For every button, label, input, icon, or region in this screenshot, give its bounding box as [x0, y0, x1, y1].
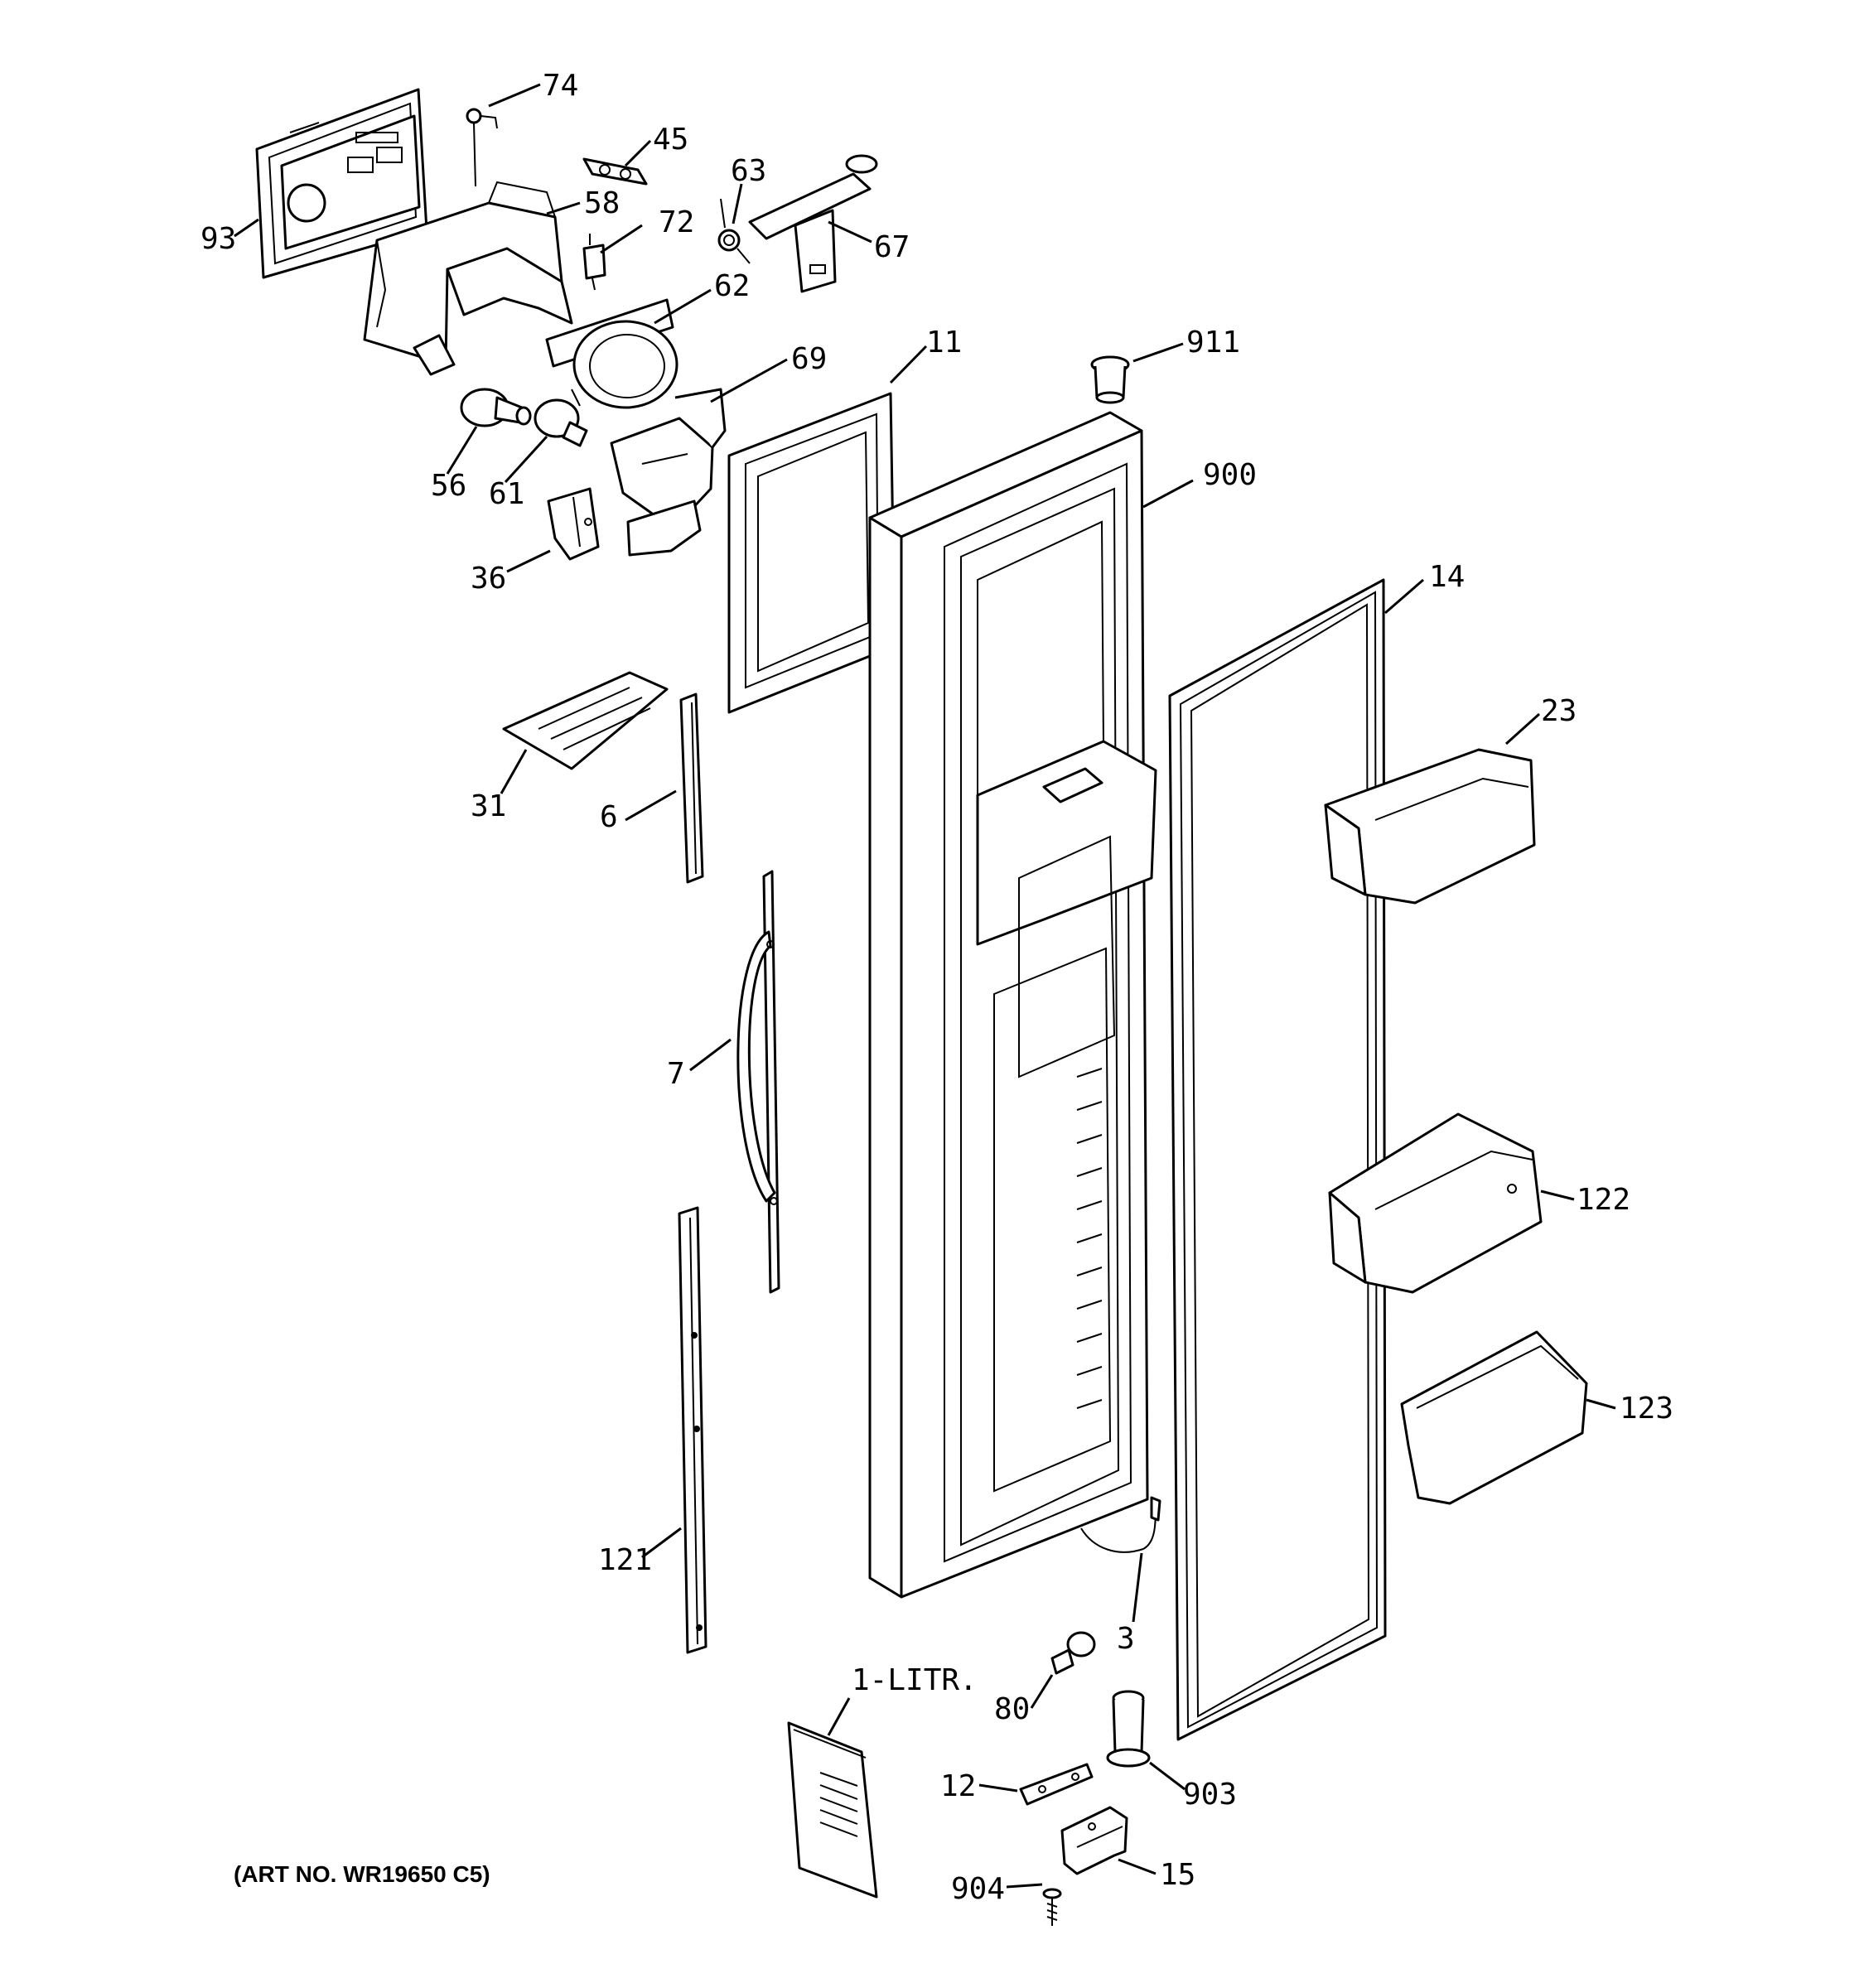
part-911-bushing [1090, 355, 1130, 404]
part-122-door-bin [1328, 1112, 1543, 1294]
callout-62: 62 [714, 269, 750, 303]
part-903-hinge-pin [1106, 1690, 1151, 1768]
part-3-harness [1080, 1496, 1161, 1553]
callout-903: 903 [1183, 1778, 1237, 1812]
part-904-screw [1042, 1888, 1062, 1926]
part-14-gasket [1168, 578, 1387, 1741]
part-121-trim-strip [678, 1206, 707, 1654]
part-23-door-bin [1324, 748, 1536, 905]
part-15-hinge-block [1060, 1806, 1128, 1875]
callout-3: 3 [1117, 1622, 1135, 1656]
callout-23: 23 [1541, 694, 1577, 728]
part-36-bracket [547, 487, 600, 561]
callout-labels: 74 45 63 93 58 72 67 62 11 911 69 56 61 … [200, 69, 1673, 1906]
callout-63: 63 [731, 154, 766, 188]
callout-45: 45 [653, 123, 688, 157]
part-62-ring-housing [545, 298, 678, 409]
callout-72: 72 [659, 205, 694, 239]
callout-911: 911 [1186, 326, 1240, 359]
callout-56: 56 [431, 469, 466, 503]
callout-36: 36 [471, 562, 506, 596]
callout-900: 900 [1203, 458, 1257, 492]
part-31-grille [502, 671, 669, 770]
callout-15: 15 [1160, 1858, 1195, 1892]
part-12-bracket [1019, 1763, 1094, 1806]
part-1-literature [787, 1721, 878, 1899]
callout-6: 6 [600, 800, 618, 834]
callout-58: 58 [584, 186, 620, 220]
callout-12: 12 [940, 1769, 976, 1803]
part-58-dispenser-housing [363, 181, 573, 376]
leader-lines [234, 83, 1616, 1889]
callout-122: 122 [1577, 1183, 1630, 1217]
callout-31: 31 [471, 789, 506, 823]
callout-93: 93 [200, 222, 236, 256]
part-80-plug [1050, 1631, 1096, 1675]
callout-61: 61 [489, 477, 524, 511]
part-123-door-bin [1400, 1330, 1588, 1505]
callout-123: 123 [1620, 1392, 1673, 1426]
part-72-switch [582, 234, 606, 291]
part-63-spring [717, 198, 751, 264]
callout-7: 7 [667, 1057, 685, 1091]
callout-74: 74 [543, 69, 578, 103]
part-69-chute [610, 388, 727, 557]
art-number: (ART NO. WR19650 C5) [234, 1861, 490, 1887]
callout-121: 121 [598, 1543, 652, 1577]
part-7-handle [736, 870, 780, 1294]
part-900-freezer-door [868, 411, 1157, 1599]
callout-1-litr: 1-LITR. [852, 1663, 978, 1697]
part-45-bracket [582, 157, 648, 186]
part-6-trim-strip [679, 692, 704, 884]
part-56-motor [460, 388, 532, 427]
part-93-control-panel [255, 88, 428, 279]
callout-904: 904 [951, 1872, 1005, 1906]
callout-80: 80 [994, 1692, 1030, 1726]
part-67-actuator [748, 154, 878, 293]
callout-67: 67 [874, 230, 910, 264]
callout-14: 14 [1429, 560, 1465, 594]
callout-69: 69 [791, 342, 827, 376]
callout-11: 11 [926, 326, 962, 359]
part-74-spring [466, 108, 498, 187]
part-61-coupler [534, 398, 588, 447]
